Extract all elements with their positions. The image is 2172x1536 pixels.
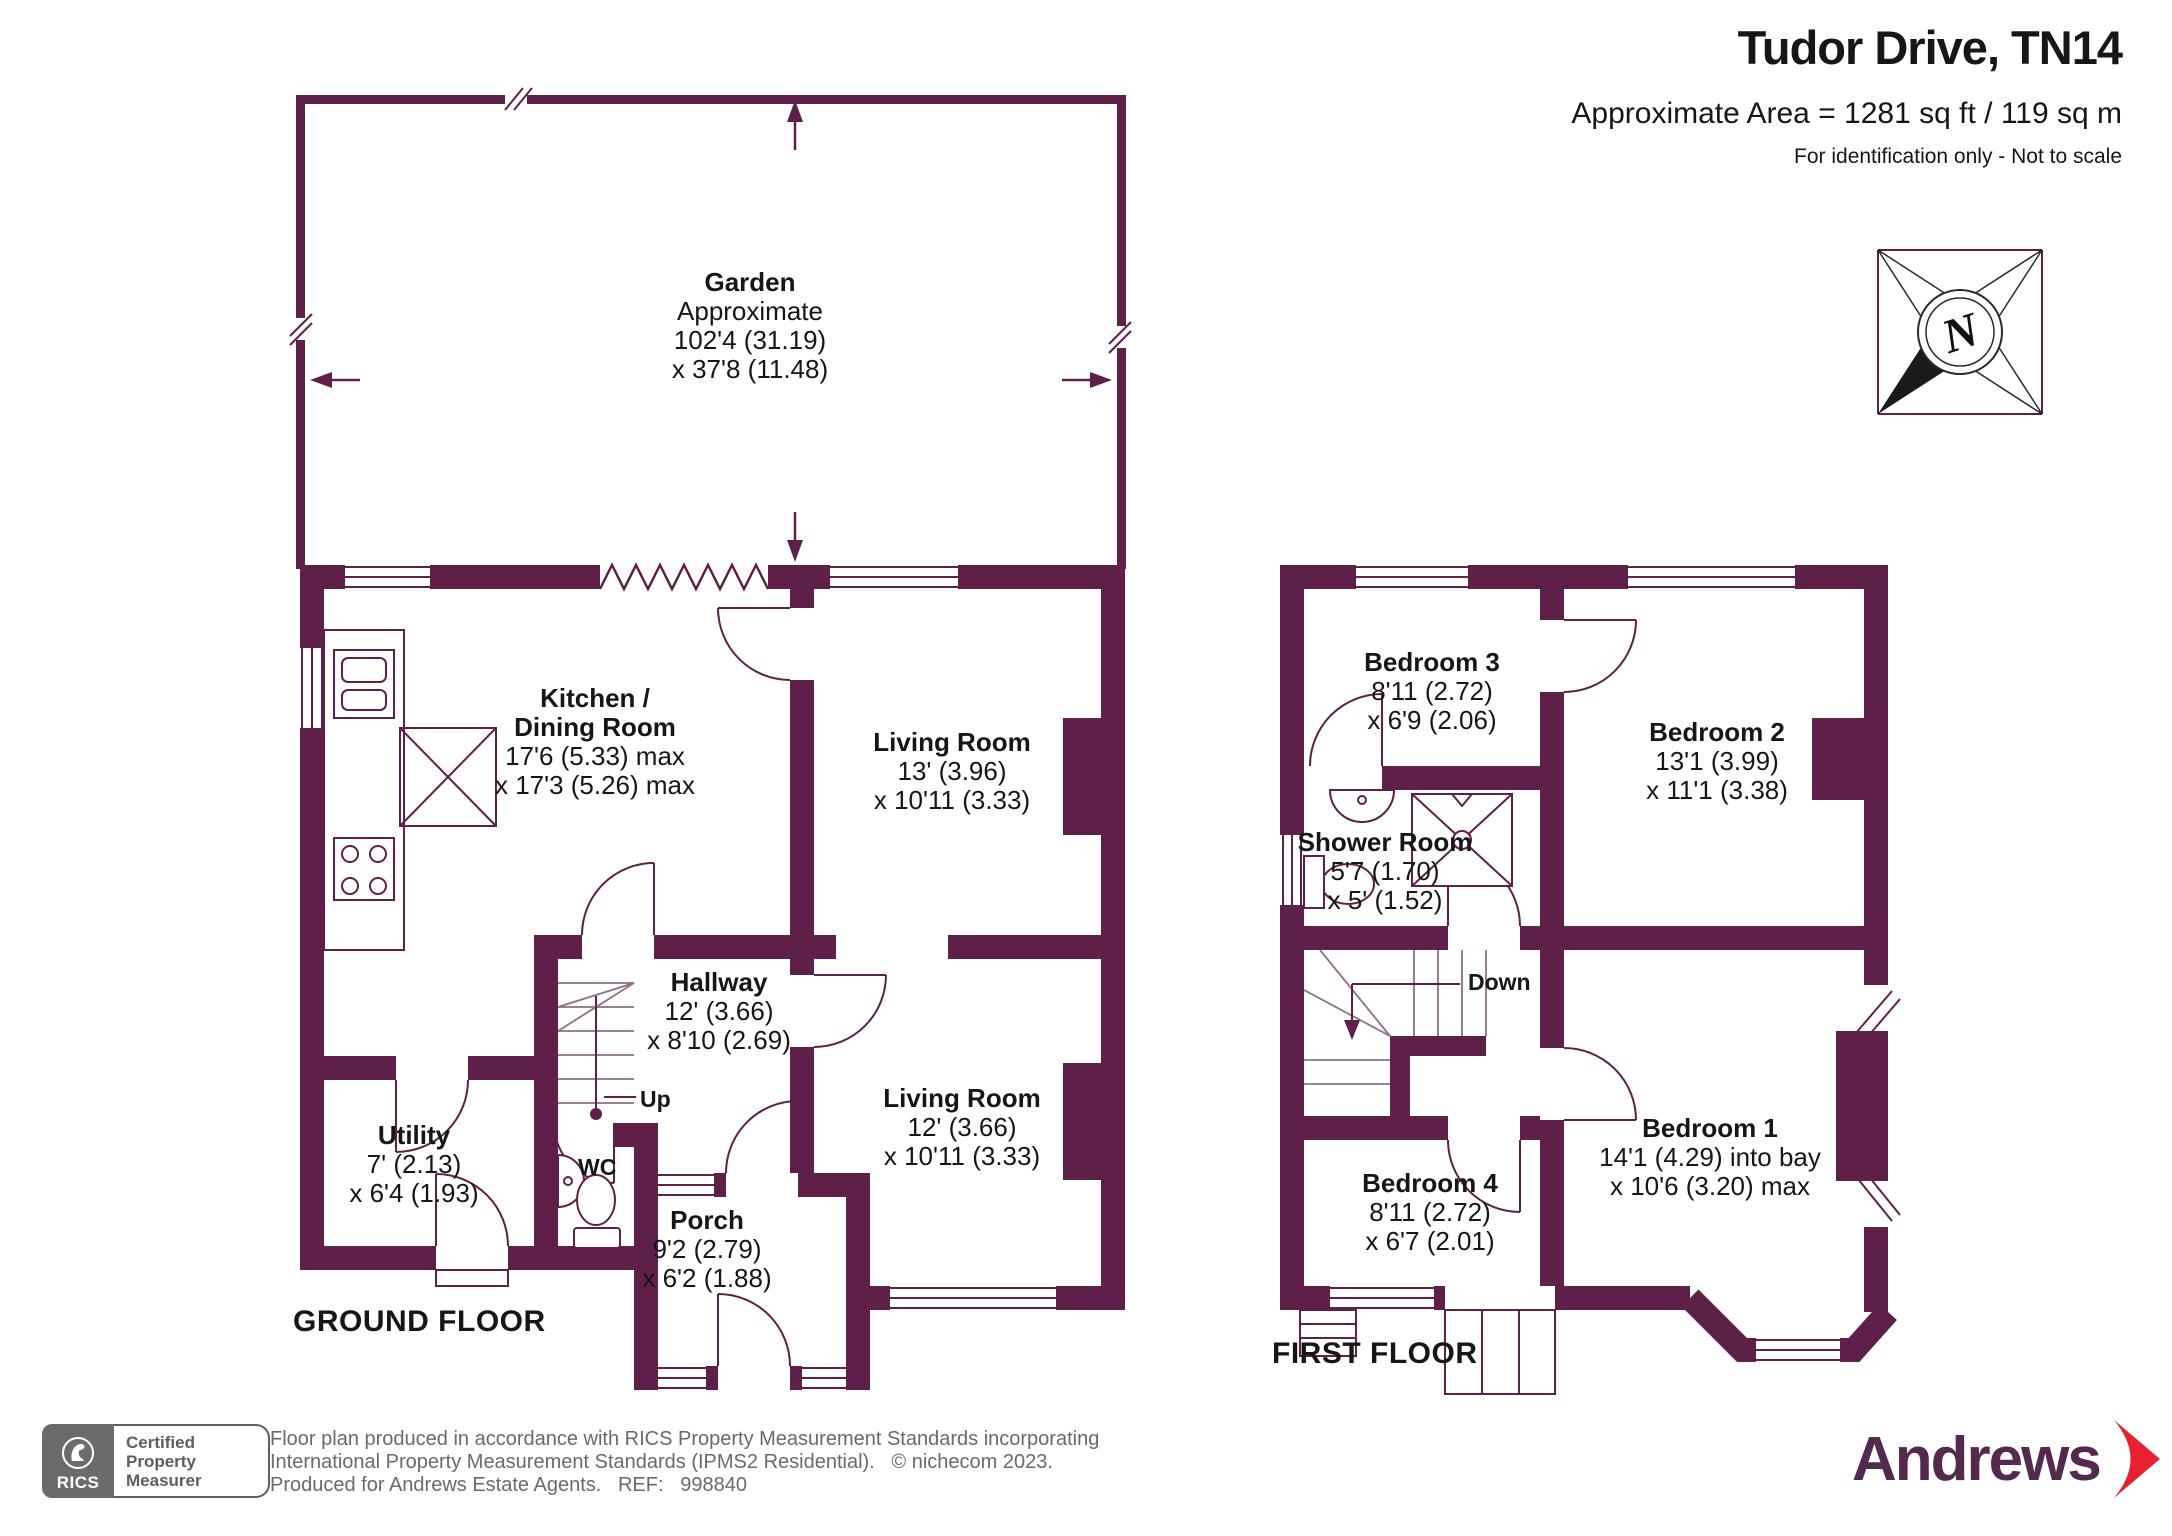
- kitchen-fixtures: [323, 629, 497, 951]
- approximate-area: Approximate Area = 1281 sq ft / 119 sq m: [1571, 97, 2122, 130]
- stairs-down-label: Down: [1468, 969, 1531, 995]
- wc-label: WC: [578, 1154, 617, 1180]
- rics-brand-text: RICS: [56, 1473, 100, 1492]
- certified-property-measurer-badge: Certified Property Measurer: [114, 1424, 270, 1498]
- rics-logo: RICS: [42, 1424, 114, 1498]
- andrews-chevron-icon: [2113, 1420, 2160, 1498]
- compass-icon: N: [1877, 249, 2043, 415]
- room-label-bedroom-3: Bedroom 3 8'11 (2.72) x 6'9 (2.06): [1364, 647, 1500, 735]
- room-label-living-room-2: Living Room 12' (3.66) x 10'11 (3.33): [883, 1083, 1041, 1171]
- page-title: Tudor Drive, TN14: [1737, 21, 2123, 74]
- stairs-up-label: Up: [640, 1086, 671, 1112]
- ground-floor-windows: [301, 566, 1056, 1389]
- shower-room-fixtures: [1303, 789, 1513, 909]
- andrews-logo: Andrews: [1852, 1418, 2162, 1500]
- room-label-living-room-1: Living Room 13' (3.96) x 10'11 (3.33): [873, 727, 1031, 815]
- room-label-porch: Porch 9'2 (2.79) x 6'2 (1.88): [642, 1205, 772, 1293]
- first-floor-windows: [1282, 566, 1901, 1395]
- first-floor-walls: [1280, 565, 1897, 1364]
- wc-fixtures: [557, 1153, 621, 1249]
- room-label-kitchen: Kitchen / Dining Room 17'6 (5.33) max x …: [494, 683, 696, 800]
- room-label-shower-room: Shower Room 5'7 (1.70) x 5' (1.52): [1297, 827, 1473, 915]
- room-label-garden: Garden Approximate 102'4 (31.19) x 37'8 …: [671, 267, 829, 384]
- first-floor-title: FIRST FLOOR: [1272, 1337, 1478, 1370]
- first-floor-stair-treads: [1303, 949, 1487, 1085]
- room-label-hallway: Hallway 12' (3.66) x 8'10 (2.69): [647, 967, 791, 1055]
- andrews-wordmark: Andrews: [1852, 1424, 2102, 1494]
- room-label-bedroom-4: Bedroom 4 8'11 (2.72) x 6'7 (2.01): [1362, 1168, 1498, 1256]
- rics-certification-badge: RICS Certified Property Measurer: [42, 1424, 270, 1498]
- disclaimer-text: Floor plan produced in accordance with R…: [270, 1428, 1100, 1496]
- ground-floor-stairs: [557, 982, 636, 1120]
- room-label-utility: Utility 7' (2.13) x 6'4 (1.93): [349, 1120, 479, 1208]
- ground-floor-doors: [395, 607, 887, 1367]
- room-label-bedroom-2: Bedroom 2 13'1 (3.99) x 11'1 (3.38): [1646, 717, 1788, 805]
- identification-note: For identification only - Not to scale: [1794, 145, 2122, 168]
- ground-floor-title: GROUND FLOOR: [293, 1305, 546, 1338]
- header: Tudor Drive, TN14 Approximate Area = 128…: [1571, 20, 2123, 169]
- rics-lion-icon: [62, 1437, 94, 1469]
- ground-floor-walls: [300, 562, 1125, 1390]
- garden-outline: [289, 87, 1132, 569]
- room-label-bedroom-1: Bedroom 1 14'1 (4.29) into bay x 10'6 (3…: [1599, 1113, 1821, 1201]
